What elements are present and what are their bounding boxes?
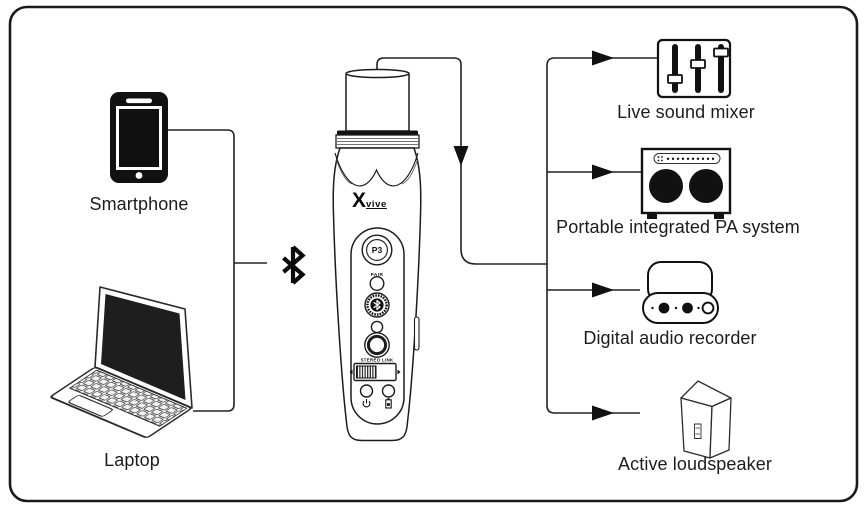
volume-knob	[364, 332, 390, 358]
arrow-right-icon	[592, 282, 614, 298]
arrow-right-icon	[592, 405, 614, 421]
audio-recorder-icon	[642, 261, 719, 324]
diagram-border	[8, 5, 859, 503]
model-label: P3	[372, 245, 383, 255]
arrow-right-icon	[592, 164, 614, 180]
bluetooth-glyph-icon	[373, 299, 381, 311]
output-label-mixer: Live sound mixer	[617, 102, 755, 122]
connector-collar	[335, 130, 420, 149]
loudspeaker-icon	[680, 380, 732, 459]
battery-icon	[385, 398, 392, 409]
output-label-loudspeaker: Active loudspeaker	[618, 454, 772, 474]
pair-label: PAIR	[371, 272, 384, 278]
pa-system-icon	[640, 147, 732, 219]
stereo-link-label: STEREO LINK	[361, 358, 394, 363]
power-button	[359, 384, 374, 398]
laptop-label: Laptop	[104, 450, 160, 470]
brand-logo: X vive	[352, 189, 402, 212]
output-label-pa-system: Portable integrated PA system	[556, 217, 800, 237]
bluetooth-icon	[282, 245, 306, 285]
battery-check-button	[381, 384, 396, 398]
model-badge: P3	[361, 234, 393, 266]
laptop-icon	[50, 286, 193, 438]
brand-logo-text: vive	[366, 199, 387, 210]
arrow-right-icon	[592, 50, 614, 66]
pair-button	[369, 276, 385, 292]
status-led	[370, 320, 384, 334]
branch-arrows	[592, 50, 614, 421]
power-icon	[362, 399, 371, 408]
p3-receiver-device: P3 PAIR STEREO LINK	[332, 68, 422, 442]
grip-detail	[336, 159, 418, 185]
smartphone-icon	[110, 92, 168, 183]
source-connection-lines	[168, 129, 267, 412]
device-output-line	[376, 57, 547, 265]
xlr-connector	[345, 68, 410, 132]
bluetooth-button	[364, 292, 390, 318]
brand-logo-mark: X	[352, 189, 366, 212]
stereo-link-switch	[349, 362, 401, 382]
live-sound-mixer-icon	[656, 38, 732, 99]
side-button	[413, 316, 420, 351]
grip-curve	[334, 152, 419, 187]
smartphone-label: Smartphone	[89, 194, 189, 214]
output-label-recorder: Digital audio recorder	[583, 328, 757, 348]
arrow-down-icon	[453, 146, 469, 166]
